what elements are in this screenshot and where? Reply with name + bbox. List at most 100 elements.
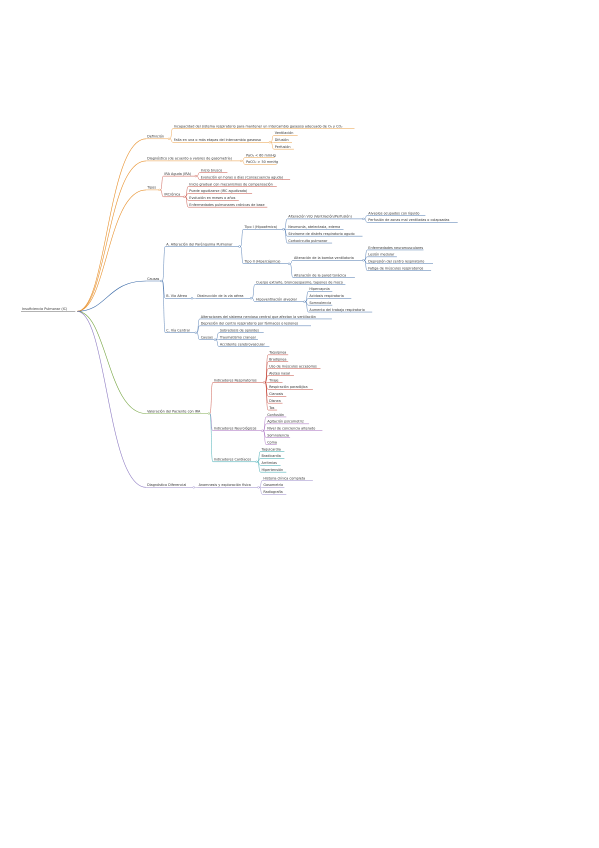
collapse-toggle-icon[interactable] [362, 217, 365, 220]
child-node[interactable]: Somnolencia [266, 433, 291, 438]
child-node[interactable]: Causas [199, 335, 217, 341]
child-node[interactable]: Cortocircuito pulmonar [287, 239, 333, 244]
child-node[interactable]: Agitación psicomotriz [266, 420, 310, 425]
child-node[interactable]: Hipoventilación alveolar [255, 298, 306, 303]
child-node[interactable]: Hipertensión [260, 468, 287, 473]
child-node[interactable]: Depresión del centro respiratorio por fá… [199, 322, 311, 327]
child-node[interactable]: Uso de músculos accesorios [268, 364, 321, 369]
child-node[interactable]: Tiraje [268, 378, 283, 383]
child-node[interactable]: Indicadores Respiratorios [212, 378, 266, 384]
child-node[interactable]: Lesión medular [367, 253, 397, 258]
branch-node[interactable]: Tipos [146, 186, 161, 191]
child-node[interactable]: IRA Aguda (IRA) [163, 172, 197, 178]
child-node[interactable]: Obstrucción de la vía aérea [195, 294, 253, 300]
child-node[interactable]: Neumonía, atelectasia, edema [287, 225, 344, 230]
collapse-toggle-icon[interactable] [282, 228, 285, 231]
collapse-toggle-icon[interactable] [158, 188, 161, 191]
collapse-toggle-icon[interactable] [160, 279, 163, 283]
child-node[interactable]: Confusión [266, 413, 287, 418]
child-node[interactable]: Taquicardia [260, 447, 285, 452]
child-node[interactable]: Perfusión de zonas mal ventiladas o cola… [367, 218, 458, 223]
child-node[interactable]: Alteraciones del sistema nervioso centra… [199, 315, 332, 320]
child-node[interactable]: Tos [268, 406, 278, 411]
child-node[interactable]: Tipo I (Hipoxémica) [243, 225, 285, 231]
child-node[interactable]: Cuerpo extraño, broncoespasmo, tapones d… [255, 280, 346, 285]
child-node[interactable]: Ventilación [273, 131, 298, 136]
child-node[interactable]: Aleteo nasal [268, 371, 294, 376]
child-node[interactable]: Difusión [273, 138, 292, 143]
branch-node[interactable]: Definición [146, 135, 171, 140]
collapse-toggle-icon[interactable] [207, 412, 210, 415]
child-node[interactable]: Accidente cerebrovascular [218, 342, 270, 347]
child-node[interactable]: Taquipnea [268, 351, 289, 356]
child-node[interactable]: Puede agudizarse (IRC agudizada) [188, 189, 253, 194]
child-node[interactable]: Bradipnea [268, 358, 289, 362]
child-node[interactable]: IRCrónica [163, 193, 186, 198]
child-node[interactable]: Perfusión [273, 145, 294, 150]
child-node[interactable]: Alteración V/Q (Ventilación/Perfusión) [287, 215, 365, 220]
child-node[interactable]: Indicadores Cardíacos [212, 458, 258, 463]
child-node[interactable]: Depresión del centro respiratorio [367, 260, 433, 264]
child-node[interactable]: Síndrome de distrés respiratorio agudo [287, 232, 363, 237]
child-node[interactable]: C. Vía Central [165, 329, 197, 334]
child-node[interactable]: Respiración paradójica [268, 385, 313, 390]
branch-node[interactable]: Diagnóstico Diferencial [146, 483, 195, 489]
child-node[interactable]: Indicadores Neurológicos [212, 427, 264, 432]
child-node[interactable]: Alveolos ocupados con líquido [367, 211, 426, 216]
child-node[interactable]: Radiografía [262, 490, 287, 495]
collapse-toggle-icon[interactable] [288, 262, 291, 265]
child-node[interactable]: Bradicardia [260, 454, 285, 459]
child-node[interactable]: Evolución en horas o días (Consecuencia … [199, 175, 291, 180]
child-node[interactable]: Acidosis respiratoria [308, 294, 352, 299]
collapse-toggle-icon[interactable] [261, 429, 264, 432]
child-node[interactable]: Inicio gradual con mecanismos de compens… [188, 182, 277, 187]
collapse-toggle-icon[interactable] [194, 175, 197, 178]
child-node[interactable]: Tipo II (Hipercápnica) [243, 260, 291, 265]
collapse-toggle-icon[interactable] [238, 245, 241, 248]
child-node[interactable]: Inicio brusco [199, 168, 228, 173]
collapse-toggle-icon[interactable] [194, 331, 197, 334]
collapse-toggle-icon[interactable] [255, 460, 258, 463]
child-node[interactable]: Coma [266, 440, 277, 445]
child-node[interactable]: Anamnesis y exploración física [197, 483, 260, 489]
child-node[interactable]: Disnea [268, 399, 283, 404]
child-node[interactable]: Enfermedades neuromusculares [367, 246, 424, 251]
child-node[interactable]: PaO₂ < 60 mmHg [245, 153, 276, 158]
collapse-toggle-icon[interactable] [362, 259, 365, 262]
child-node[interactable]: Alteración de la pared torácica [293, 273, 355, 278]
child-node[interactable]: Somnolencia [308, 301, 333, 306]
child-node[interactable]: Alteración de la bomba ventilatoria [293, 256, 365, 262]
branch-node[interactable]: Causas [146, 277, 163, 283]
child-node[interactable]: A. Alteración del Parénquima Pulmonar [165, 242, 241, 248]
collapse-toggle-icon[interactable] [167, 137, 171, 140]
child-node[interactable]: Sobredosis de opioides [218, 329, 264, 333]
collapse-toggle-icon[interactable] [250, 297, 253, 300]
child-node[interactable]: Enfermedades pulmonares crónicas de base [188, 203, 268, 208]
collapse-toggle-icon[interactable] [240, 159, 243, 162]
child-node[interactable]: Falla en una o más etapas del intercambi… [172, 138, 271, 144]
branch-node[interactable]: Diagnóstico (de acuerdo a valores de gas… [146, 157, 243, 162]
child-node[interactable]: Fatiga de músculos respiratorios [367, 266, 432, 271]
collapse-toggle-icon[interactable] [213, 338, 217, 341]
collapse-toggle-icon[interactable] [190, 297, 194, 300]
child-node[interactable]: Arritmias [260, 461, 281, 466]
child-node[interactable]: PaCO₂ > 50 mmHg [245, 160, 278, 165]
child-node[interactable]: Incapacidad del sistema respiratorio par… [172, 124, 355, 129]
collapse-toggle-icon[interactable] [263, 381, 266, 384]
collapse-toggle-icon[interactable] [268, 141, 271, 144]
collapse-toggle-icon[interactable] [192, 486, 195, 489]
child-node[interactable]: Nivel de conciencia alterado [266, 427, 323, 431]
collapse-toggle-icon[interactable] [303, 300, 306, 303]
child-node[interactable]: Historia clínica completa [262, 476, 313, 481]
child-node[interactable]: Gasometría [262, 483, 285, 488]
child-node[interactable]: Aumento del trabajo respiratorio [308, 308, 373, 313]
root-node[interactable]: Insuficiencia Pulmonar (IC) [21, 307, 76, 312]
child-node[interactable]: Cianosis [268, 392, 287, 397]
child-node[interactable]: Traumatismo craneal [218, 335, 258, 340]
collapse-toggle-icon[interactable] [257, 486, 260, 489]
child-node[interactable]: B. Vía Aérea [165, 294, 194, 300]
child-node[interactable]: Hipercapnia [308, 287, 333, 292]
child-node[interactable]: Evolución en meses o años [188, 196, 239, 201]
branch-node[interactable]: Valoración del Paciente con IRA [146, 409, 210, 415]
collapse-toggle-icon[interactable] [183, 195, 186, 198]
